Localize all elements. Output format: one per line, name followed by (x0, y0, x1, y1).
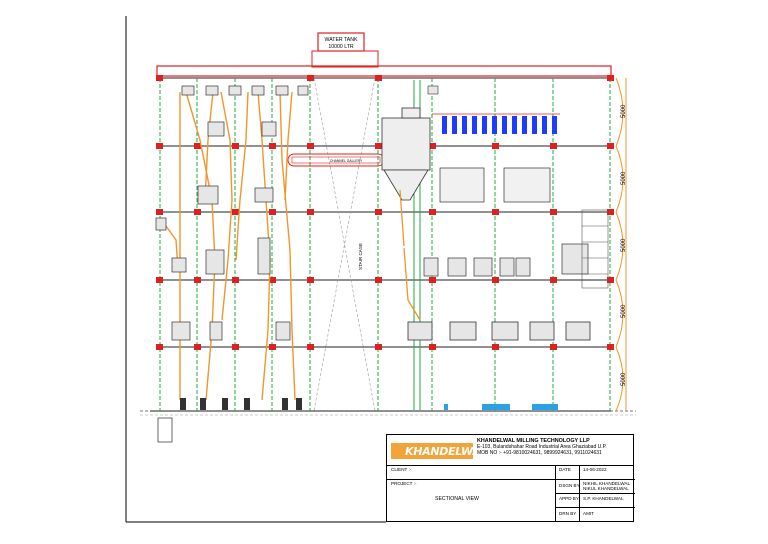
drawing-title: SECTIONAL VIEW (435, 496, 479, 502)
floor-height-5: 5000 (621, 372, 627, 386)
client-label: CLIENT :- (391, 467, 412, 472)
right-row-1 (555, 479, 635, 480)
date-value: 14-06-2022 (583, 467, 607, 472)
floor-height-1: 5000 (621, 104, 627, 118)
company-logo: KHANDELWAL (389, 437, 488, 463)
machines-left-bay (155, 85, 309, 341)
company-name: KHANDELWAL MILLING TECHNOLOGY LLP (477, 438, 590, 444)
roller-mills (407, 321, 591, 341)
gallery-label: CHANNEL GALLERY (330, 159, 363, 163)
water-tank-capacity: 10000 LTR (328, 44, 354, 50)
conveyor-lines-left (165, 91, 296, 401)
water-tank-label: WATER TANK (325, 37, 358, 43)
project-label: PROJECT :- (391, 481, 417, 486)
designed-by-1: NIKHIL KHANDELWAL (583, 481, 631, 486)
pulse-jet-filter (381, 107, 431, 201)
designed-by-label: DSGN BY (559, 483, 580, 488)
title-block-vdivider-2 (579, 465, 580, 522)
ground-feeders-left (180, 398, 302, 410)
title-row-divider (387, 465, 633, 466)
water-line-blocks (444, 404, 558, 410)
column-joints (156, 75, 614, 350)
drawn-by-value: AMIT (583, 511, 594, 516)
title-block-vdivider (555, 465, 556, 522)
company-mobile: MOB NO :- +91-9810024631, 9899924631, 99… (477, 450, 602, 457)
title-block: KHANDELWAL KHANDELWAL MILLING TECHNOLOGY… (386, 434, 635, 522)
date-label: DATE (559, 467, 571, 472)
approved-by-value: S.P. KHANDELWAL (583, 496, 624, 501)
right-row-2 (555, 493, 635, 494)
company-address: E-103, Bulandshahar Road Industrial Area… (477, 444, 607, 451)
logo-bar (401, 443, 473, 459)
structural-gridlines (159, 78, 611, 411)
floor-height-3: 5000 (621, 238, 627, 252)
right-row-3 (555, 507, 635, 508)
drawn-by-label: DRN BY (559, 511, 577, 516)
company-details: KHANDELWAL MILLING TECHNOLOGY LLP E-103,… (477, 438, 607, 457)
purifiers (423, 243, 589, 277)
elevator-head (427, 85, 439, 95)
dimension-brackets (615, 77, 627, 412)
project-row-divider (387, 479, 555, 480)
stair-case-zone (313, 77, 376, 412)
logo-text: KHANDELWAL (405, 445, 488, 458)
logo-mark (391, 443, 401, 459)
silo-frame (581, 209, 609, 289)
plansifters (439, 167, 551, 203)
pit-hopper (157, 417, 173, 443)
stair-case-label: STAIR CASE (358, 243, 363, 270)
floor-height-4: 5000 (621, 304, 627, 318)
conveyor-lines-right (399, 189, 421, 321)
water-tank-stand (311, 50, 379, 68)
floor-height-2: 5000 (621, 171, 627, 185)
designed-by-2: NIKUL KHANDELWAL (583, 486, 629, 491)
approved-by-label: APPD BY (559, 496, 579, 501)
gallery-inner (291, 156, 381, 164)
blue-sifter-row (442, 116, 557, 134)
roof-slab (156, 65, 612, 77)
